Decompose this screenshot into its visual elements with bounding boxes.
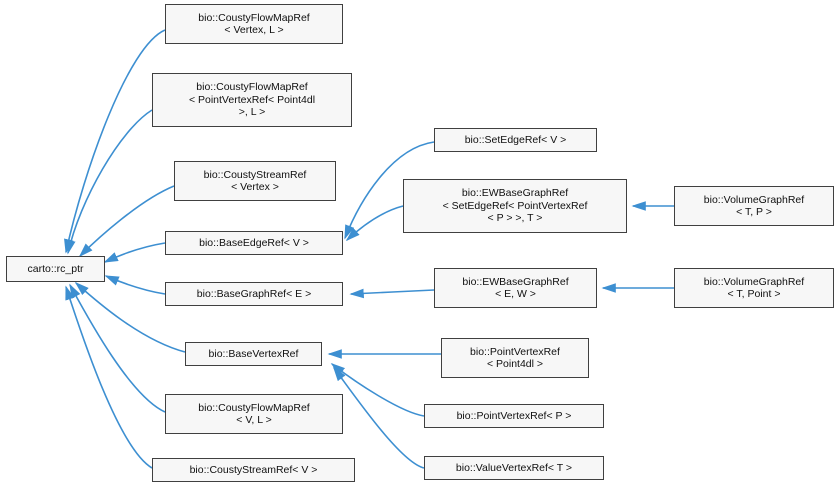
- node-bio-coustystreamref-vertex[interactable]: bio::CoustyStreamRef < Vertex >: [174, 161, 336, 201]
- edge-ewbase-set-to-baseedgeref: [345, 205, 404, 242]
- node-label: bio::VolumeGraphRef < T, P >: [703, 193, 805, 219]
- node-bio-setedgeref-v[interactable]: bio::SetEdgeRef< V >: [434, 128, 597, 152]
- node-bio-baseedgeref-v[interactable]: bio::BaseEdgeRef< V >: [165, 231, 343, 255]
- node-label: bio::CoustyStreamRef< V >: [189, 463, 318, 476]
- node-label: bio::ValueVertexRef< T >: [455, 461, 573, 474]
- edge-baseedgeref-to-rcptr: [103, 242, 166, 263]
- node-bio-ewbasegraphref-e-w[interactable]: bio::EWBaseGraphRef < E, W >: [434, 268, 597, 308]
- edge-coustyflow-vertex-to-rcptr: [64, 29, 166, 254]
- node-label: bio::EWBaseGraphRef < SetEdgeRef< PointV…: [442, 187, 588, 225]
- node-bio-volumegraphref-t-point[interactable]: bio::VolumeGraphRef < T, Point >: [674, 268, 834, 308]
- node-label: bio::CoustyStreamRef < Vertex >: [203, 168, 307, 194]
- node-label: bio::PointVertexRef< P >: [456, 409, 572, 422]
- node-label: bio::CoustyFlowMapRef < Vertex, L >: [198, 11, 310, 37]
- node-label: bio::BaseVertexRef: [208, 347, 299, 360]
- edge-pointvertexref-p-to-basevertexref: [330, 363, 425, 417]
- edge-coustyflow-p4dl-to-rcptr: [66, 109, 153, 255]
- edge-basegraphref-to-rcptr: [104, 275, 166, 295]
- edge-coustystream-v-to-rcptr: [65, 285, 153, 469]
- node-bio-coustyflowmapref-v-l[interactable]: bio::CoustyFlowMapRef < V, L >: [165, 394, 343, 434]
- node-bio-ewbasegraphref-setedgeref-pointvertexref-p-t[interactable]: bio::EWBaseGraphRef < SetEdgeRef< PointV…: [403, 179, 627, 233]
- edge-ewbase-ew-to-basegraphref: [349, 288, 435, 299]
- edge-valuevertexref-to-basevertexref: [333, 366, 425, 469]
- node-bio-coustystreamref-v[interactable]: bio::CoustyStreamRef< V >: [152, 458, 355, 482]
- edge-coustystream-vertex-to-rcptr: [78, 185, 175, 258]
- node-bio-volumegraphref-t-p[interactable]: bio::VolumeGraphRef < T, P >: [674, 186, 834, 226]
- node-bio-pointvertexref-point4dl[interactable]: bio::PointVertexRef < Point4dl >: [441, 338, 589, 378]
- node-bio-basegraphref-e[interactable]: bio::BaseGraphRef< E >: [165, 282, 343, 306]
- node-label: bio::EWBaseGraphRef < E, W >: [462, 275, 569, 301]
- edge-coustyflow-vl-to-rcptr: [69, 283, 166, 413]
- node-label: bio::CoustyFlowMapRef < V, L >: [198, 401, 310, 427]
- node-label: bio::BaseGraphRef< E >: [196, 287, 312, 300]
- node-label: carto::rc_ptr: [27, 262, 84, 275]
- node-bio-coustyflowmapref-pointvertexref-point4dl-l[interactable]: bio::CoustyFlowMapRef < PointVertexRef< …: [152, 73, 352, 127]
- node-label: bio::VolumeGraphRef < T, Point >: [703, 275, 805, 301]
- node-label: bio::CoustyFlowMapRef < PointVertexRef< …: [188, 81, 316, 119]
- node-carto-rc-ptr[interactable]: carto::rc_ptr: [6, 256, 105, 282]
- node-label: bio::PointVertexRef < Point4dl >: [470, 345, 560, 371]
- node-label: bio::BaseEdgeRef< V >: [199, 236, 309, 249]
- node-label: bio::SetEdgeRef< V >: [464, 133, 567, 146]
- node-bio-basevertexref[interactable]: bio::BaseVertexRef: [185, 342, 322, 366]
- node-bio-pointvertexref-p[interactable]: bio::PointVertexRef< P >: [424, 404, 604, 428]
- node-bio-valuevertexref-t[interactable]: bio::ValueVertexRef< T >: [424, 456, 604, 480]
- node-bio-coustyflowmapref-vertex-l[interactable]: bio::CoustyFlowMapRef < Vertex, L >: [165, 4, 343, 44]
